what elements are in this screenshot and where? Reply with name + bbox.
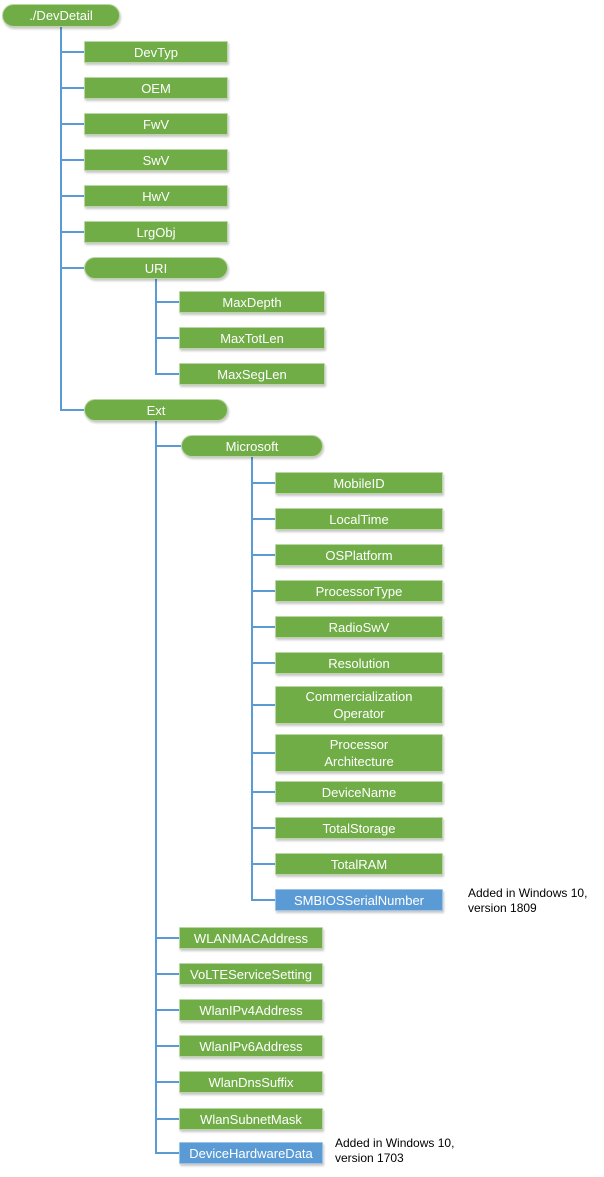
node-maxdepth: MaxDepth <box>179 291 325 313</box>
annotation-added-windows10-1809: Added in Windows 10, version 1809 <box>468 886 588 915</box>
node-smbiosserialnumber: SMBIOSSerialNumber <box>275 889 443 911</box>
connector-line <box>251 518 275 520</box>
node-wlanipv6address: WlanIPv6Address <box>179 1035 323 1057</box>
node-wlandnssuffix: WlanDnsSuffix <box>179 1071 323 1093</box>
connector-line <box>60 51 84 53</box>
connector-line <box>60 123 84 125</box>
connector-line <box>155 1009 179 1011</box>
connector-line <box>155 279 157 375</box>
node-uri: URI <box>84 257 228 279</box>
connector-line <box>155 421 157 1154</box>
connector-line <box>251 863 275 865</box>
node-wlanmacaddress: WLANMACAddress <box>179 927 323 949</box>
connector-line <box>251 626 275 628</box>
node-devtyp: DevTyp <box>84 41 228 63</box>
node-commercialization-operator: Commercialization Operator <box>275 686 443 724</box>
node-devicehardwaredata: DeviceHardwareData <box>179 1142 323 1164</box>
connector-line <box>60 409 84 411</box>
annotation-added-windows10-1703: Added in Windows 10, version 1703 <box>335 1136 455 1165</box>
connector-line <box>155 937 179 939</box>
node-devicename: DeviceName <box>275 781 443 803</box>
connector-line <box>60 159 84 161</box>
node-resolution: Resolution <box>275 652 443 674</box>
node-devdetail: ./DevDetail <box>2 4 120 27</box>
node-localtime: LocalTime <box>275 508 443 530</box>
node-hwv: HwV <box>84 185 228 207</box>
node-oem: OEM <box>84 77 228 99</box>
connector-line <box>155 1081 179 1083</box>
connector-line <box>60 195 84 197</box>
node-processortype: ProcessorType <box>275 580 443 602</box>
node-microsoft: Microsoft <box>181 435 323 457</box>
connector-line <box>251 590 275 592</box>
node-mobileid: MobileID <box>275 472 443 494</box>
connector-line <box>155 445 181 447</box>
node-processor-architecture: Processor Architecture <box>275 734 443 772</box>
connector-line <box>60 231 84 233</box>
node-totalstorage: TotalStorage <box>275 817 443 839</box>
connector-line <box>251 791 275 793</box>
connector-line <box>251 899 275 901</box>
node-fwv: FwV <box>84 113 228 135</box>
node-ext: Ext <box>84 399 228 421</box>
connector-line <box>155 1118 179 1120</box>
node-wlanipv4address: WlanIPv4Address <box>179 999 323 1021</box>
connector-line <box>155 1045 179 1047</box>
connector-line <box>155 337 179 339</box>
connector-line <box>60 87 84 89</box>
node-lrgobj: LrgObj <box>84 221 228 243</box>
node-wlansubnetmask: WlanSubnetMask <box>179 1108 323 1130</box>
connector-line <box>155 301 179 303</box>
connector-line <box>251 482 275 484</box>
connector-line <box>251 827 275 829</box>
connector-line <box>251 662 275 664</box>
node-osplatform: OSPlatform <box>275 544 443 566</box>
connector-line <box>155 373 179 375</box>
connector-line <box>251 704 275 706</box>
connector-line <box>251 457 253 901</box>
node-maxtotlen: MaxTotLen <box>179 327 325 349</box>
connector-line <box>60 27 62 411</box>
connector-line <box>155 973 179 975</box>
node-voltesetting: VoLTEServiceSetting <box>179 963 323 985</box>
node-swv: SwV <box>84 149 228 171</box>
connector-line <box>251 554 275 556</box>
connector-line <box>251 752 275 754</box>
node-totalram: TotalRAM <box>275 853 443 875</box>
connector-line <box>155 1152 179 1154</box>
node-radioswv: RadioSwV <box>275 616 443 638</box>
connector-line <box>60 267 84 269</box>
node-maxseglen: MaxSegLen <box>179 363 325 385</box>
